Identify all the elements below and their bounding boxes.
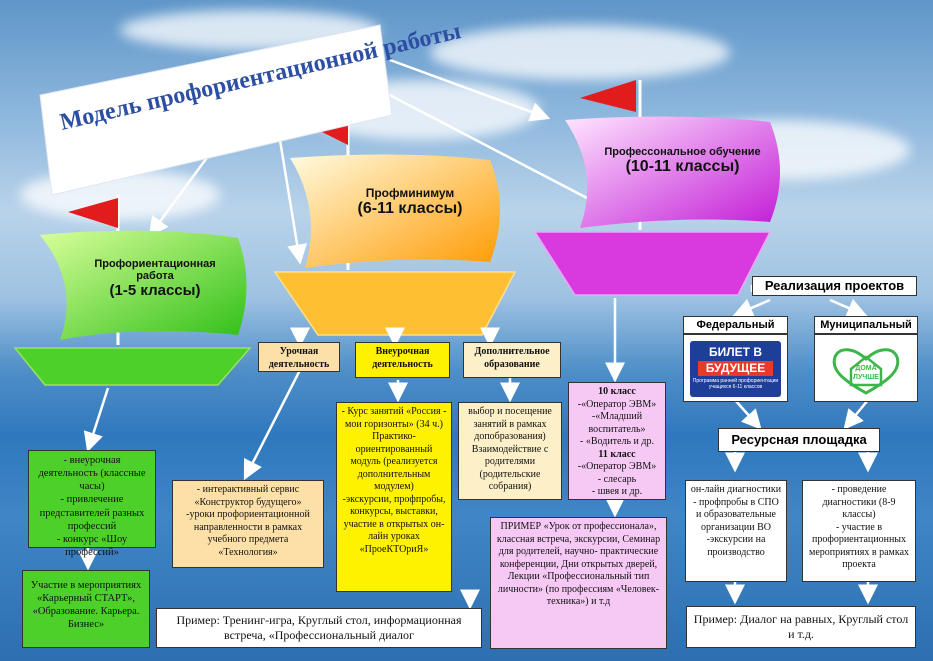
mid-example-box: Пример: Тренинг-игра, Круглый стол, инфо… xyxy=(156,608,482,648)
urochnaya-box: - интерактивный сервис «Конструктор буду… xyxy=(172,480,324,568)
logo-line: БИЛЕТ В xyxy=(708,345,762,359)
list-item: -экскурсии, профпробы, конкурсы, выставк… xyxy=(342,493,446,555)
right-example-box: Пример: Диалог на равных, Круглый стол и… xyxy=(686,606,916,648)
logo-line: ЛУЧШЕ xyxy=(853,373,879,381)
list-item: - привлечение представителей разных проф… xyxy=(39,494,145,532)
logo-line: ДОМА xyxy=(855,365,877,372)
list-item: - участие в профориентационных мероприят… xyxy=(808,521,910,571)
list-item: -экскурсии на производство xyxy=(706,534,766,558)
ship-label: Профессональное обучение xyxy=(604,146,761,158)
dop-box: выбор и посещение занятий в рамках допоб… xyxy=(458,402,562,500)
list-item: - внеурочная деятельность (классные часы… xyxy=(38,455,146,493)
green-events-box: Участие в мероприятиях «Карьерный СТАРТ»… xyxy=(22,570,150,648)
list-item: - проведение диагностики (8-9 классы) xyxy=(822,484,896,520)
ship-pink-label: Профессональное обучение (10-11 классы) xyxy=(600,146,765,176)
ship-label: Профминимум xyxy=(365,186,455,200)
list-item: 11 класс xyxy=(598,448,636,460)
ship-yellow-label: Профминимум (6-11 классы) xyxy=(335,186,485,218)
list-item: Практико-ориентированный модуль (реализу… xyxy=(350,431,438,492)
green-activities-box: - внеурочная деятельность (классные часы… xyxy=(28,450,156,558)
title-banner xyxy=(39,24,393,196)
ship-grades: (6-11 классы) xyxy=(357,200,463,217)
cloud xyxy=(430,25,730,80)
ship-grades: (1-5 классы) xyxy=(109,282,201,299)
diag-box: - проведение диагностики (8-9 классы) - … xyxy=(802,480,916,582)
municipal-logo-box: ДОМА ЛУЧШЕ xyxy=(814,334,918,402)
list-item: -уроки профориентационной направленности… xyxy=(186,509,310,558)
projects-header: Реализация проектов xyxy=(752,276,917,296)
list-item: - швея и др. xyxy=(591,486,643,497)
list-item: 10 класс xyxy=(598,386,636,397)
list-item: -«Младший воспитатель» xyxy=(588,411,646,435)
list-item: Взаимодействие с родителями (родительски… xyxy=(471,443,549,493)
vneurochnaya-box: - Курс занятий «Россия - мои горизонты» … xyxy=(336,402,452,592)
federal-label: Федеральный xyxy=(683,316,788,334)
list-item: - интерактивный сервис «Конструктор буду… xyxy=(194,484,302,508)
list-item: -«Оператор ЭВМ» xyxy=(577,398,657,410)
vneurochnaya-header: Внеурочная деятельность xyxy=(355,342,450,378)
resource-header: Ресурсная площадка xyxy=(718,428,880,452)
bilet-v-budushchee-logo: БИЛЕТ В БУДУЩЕЕ Программа ранней профори… xyxy=(690,341,781,397)
list-item: он-лайн диагностики xyxy=(690,484,782,495)
urochnaya-header: Урочная деятельность xyxy=(258,342,340,372)
list-item: -«Оператор ЭВМ» xyxy=(577,461,657,472)
municipal-label: Муниципальный xyxy=(814,316,918,334)
logo-small-text: Программа ранней профориентации учащихся… xyxy=(692,378,779,390)
classes-box: 10 класс -«Оператор ЭВМ» -«Младший воспи… xyxy=(568,382,666,500)
ship-pink xyxy=(533,80,780,296)
list-item: выбор и посещение занятий в рамках допоб… xyxy=(468,406,552,442)
pink-example-box: ПРИМЕР «Урок от профессионала», классная… xyxy=(490,517,667,649)
home-heart-icon xyxy=(832,348,900,395)
ship-yellow xyxy=(273,115,517,336)
flow-arrows xyxy=(78,285,878,610)
ship-grades: (10-11 классы) xyxy=(625,158,740,175)
logo-line: БУДУЩЕЕ xyxy=(698,361,773,376)
ship-green-label: Профориентационная работа (1-5 классы) xyxy=(75,258,235,299)
dop-header: Дополнительное образование xyxy=(463,342,561,378)
list-item: - «Водитель и др. xyxy=(580,436,654,447)
ship-label: Профориентационная работа xyxy=(94,258,216,282)
ship-green xyxy=(13,195,252,386)
list-item: - профпробы в СПО и образовательные орга… xyxy=(693,496,779,533)
federal-logo-box: БИЛЕТ В БУДУЩЕЕ Программа ранней профори… xyxy=(683,334,788,402)
online-box: он-лайн диагностики - профпробы в СПО и … xyxy=(685,480,787,582)
list-item: - Курс занятий «Россия - мои горизонты» … xyxy=(341,406,447,430)
list-item: - конкурс «Шоу профессий» xyxy=(56,533,128,558)
list-item: - слесарь xyxy=(597,473,637,485)
